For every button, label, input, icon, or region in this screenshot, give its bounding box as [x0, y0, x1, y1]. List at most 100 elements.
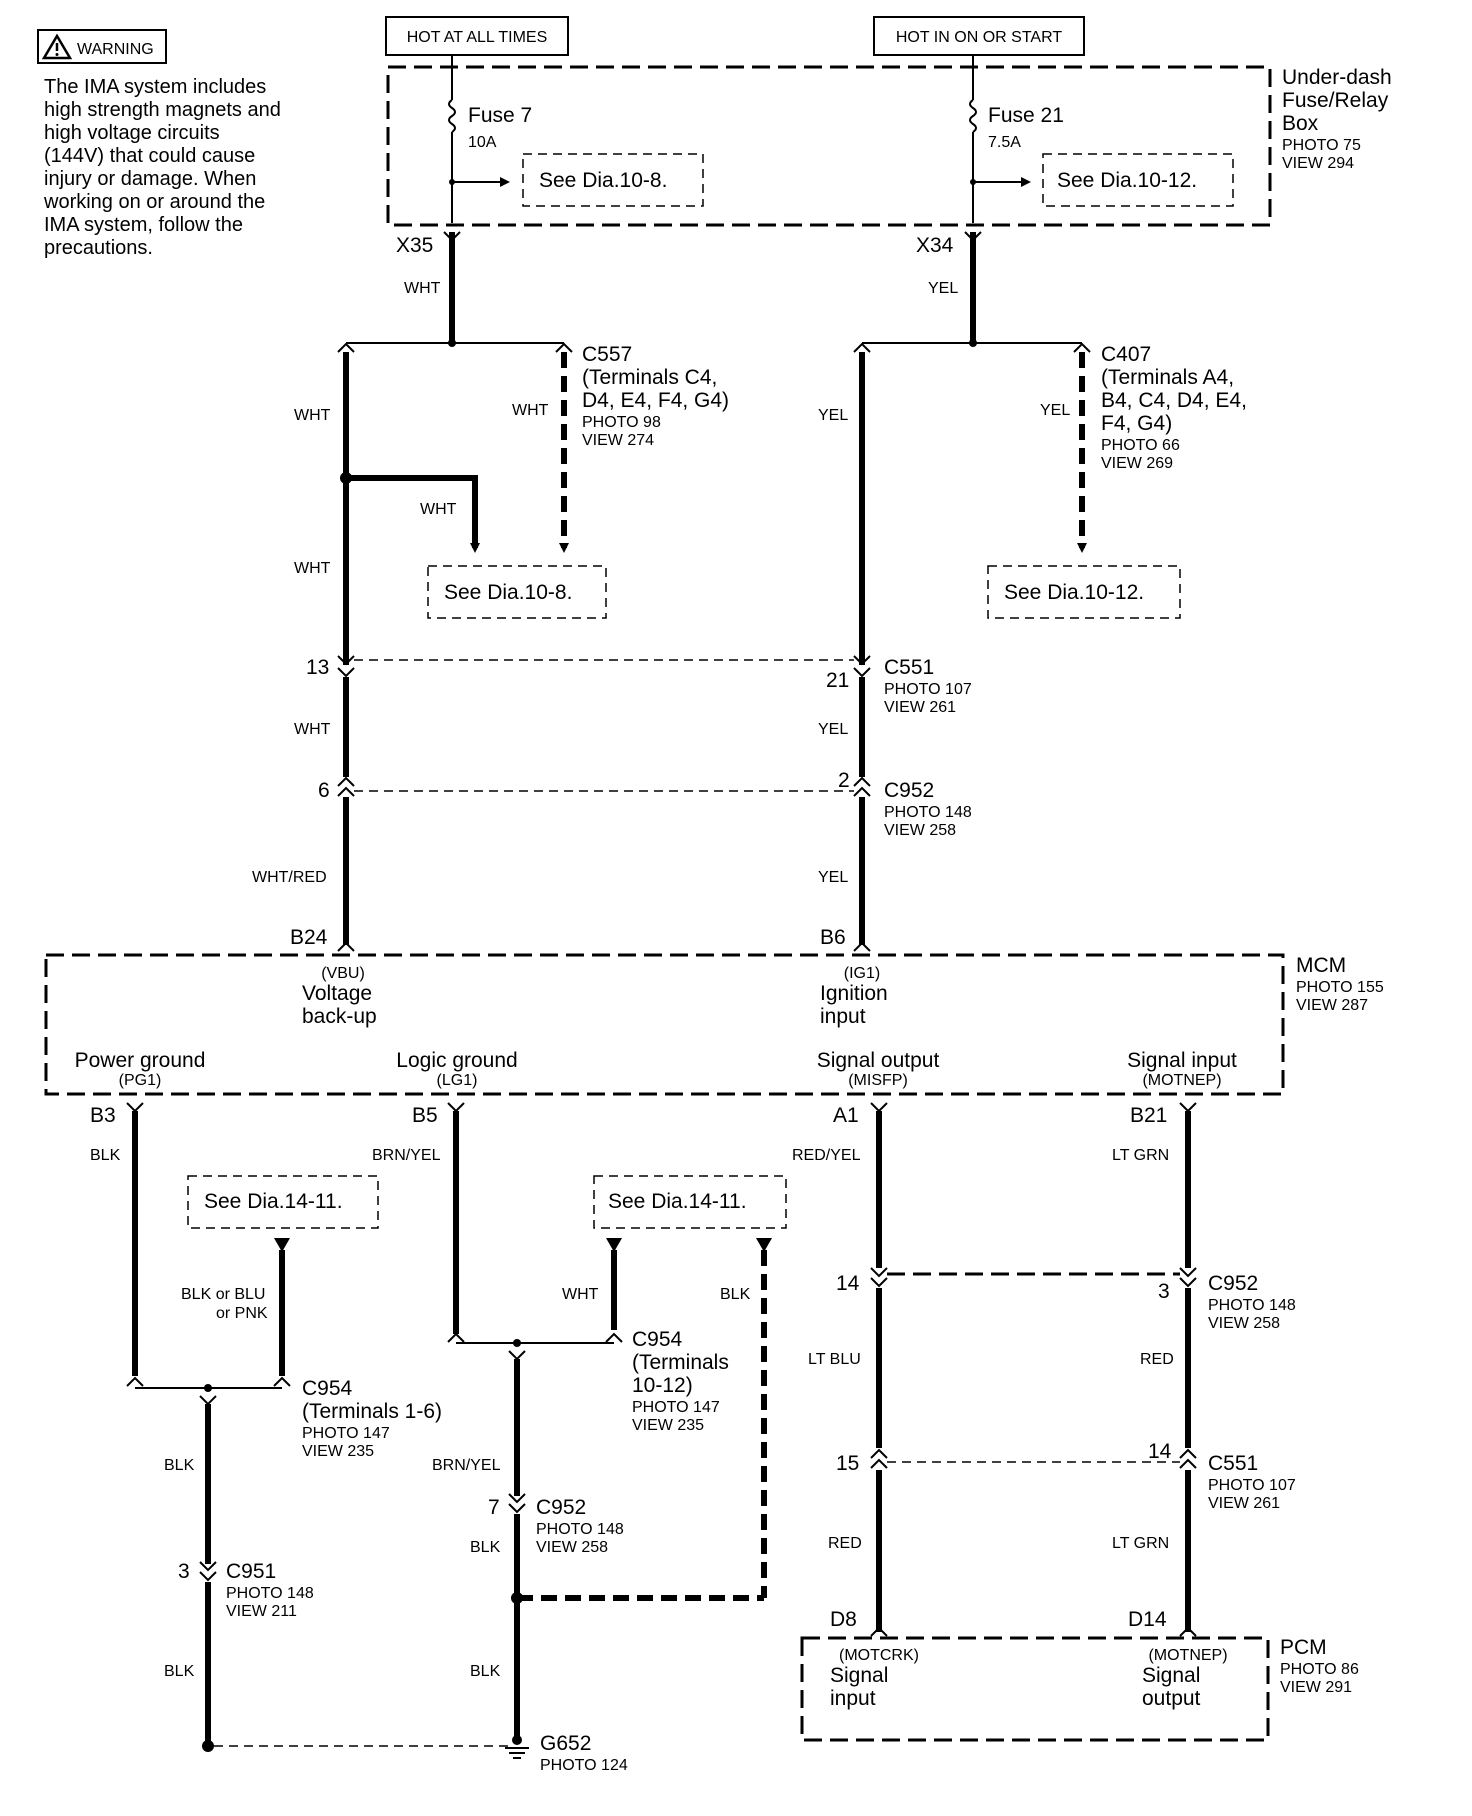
c557-photo: PHOTO 98: [582, 414, 661, 431]
c952-right-view: VIEW 258: [1208, 1315, 1280, 1332]
wire-label-wht: WHT: [294, 721, 331, 738]
c551-pin-21: 21: [826, 669, 849, 692]
mcm-lg1-code: (LG1): [437, 1072, 478, 1089]
warning-line: (144V) that could cause: [44, 145, 255, 167]
c407-view: VIEW 269: [1101, 455, 1173, 472]
warning-line: IMA system, follow the: [44, 214, 243, 236]
mcm-pin-b5: B5: [412, 1104, 438, 1127]
g652-photo: PHOTO 124: [540, 1757, 628, 1774]
see-dia-10-8-ref: See Dia.10-8.: [444, 581, 572, 604]
see-ref-box: [987, 565, 1181, 619]
mcm-vbu-label: Voltage: [302, 982, 372, 1005]
see-dia-10-12-ref: See Dia.10-12.: [1004, 581, 1144, 604]
wire-label-yel: YEL: [818, 869, 848, 886]
c951-photo: PHOTO 148: [226, 1585, 314, 1602]
c551-right-photo: PHOTO 107: [1208, 1477, 1296, 1494]
mcm-pin-b24: B24: [290, 926, 328, 949]
wire-label-yel: YEL: [818, 407, 848, 424]
mcm-title: MCM: [1296, 954, 1346, 977]
c952-photo: PHOTO 148: [884, 804, 972, 821]
wire-label-red-yel: RED/YEL: [792, 1147, 861, 1164]
c954b-view: VIEW 235: [632, 1417, 704, 1434]
pcm-motnep-code: (MOTNEP): [1148, 1647, 1227, 1664]
c952-right-photo: PHOTO 148: [1208, 1297, 1296, 1314]
c952-pin-6: 6: [318, 779, 330, 802]
c551-pin-13: 13: [306, 656, 329, 679]
pcm-pin-d14: D14: [1128, 1608, 1167, 1631]
mcm-vbu-label: back-up: [302, 1005, 377, 1028]
see-dia-10-12-ref: See Dia.10-12.: [1057, 169, 1197, 192]
c952-right-pin-14: 14: [836, 1272, 860, 1295]
wire-label-wht: WHT: [294, 560, 331, 577]
c551-right-view: VIEW 261: [1208, 1495, 1280, 1512]
c954b-photo: PHOTO 147: [632, 1399, 720, 1416]
connector-c952: C952 PHOTO 148 VIEW 258: [884, 779, 972, 839]
c551-photo: PHOTO 107: [884, 681, 972, 698]
fuse-21-rating: 7.5A: [988, 134, 1021, 151]
pcm-title: PCM: [1280, 1636, 1327, 1659]
fuse-relay-box: [386, 65, 1272, 227]
warning-icon: [41, 33, 73, 60]
c954a-name: C954: [302, 1377, 353, 1400]
fuse-7: Fuse 7 10A See Dia.10-8.: [448, 67, 704, 223]
c952-right-pin-3: 3: [1158, 1280, 1170, 1303]
c954b-terminals: (Terminals: [632, 1351, 729, 1374]
see-ref-box: [593, 1175, 787, 1229]
c551-right-pin-15: 15: [836, 1452, 859, 1475]
c407-terminals: F4, G4): [1101, 412, 1172, 435]
fuse-21-name: Fuse 21: [988, 104, 1064, 127]
see-ref-box: [522, 153, 704, 207]
fuse-box-view: VIEW 294: [1282, 155, 1354, 172]
c952-name: C952: [884, 779, 934, 802]
connector-c954-a: C954 (Terminals 1-6) PHOTO 147 VIEW 235: [302, 1377, 442, 1460]
connector-c551: C551 PHOTO 107 VIEW 261: [884, 656, 972, 716]
fuse-box-title: Under-dash: [1282, 66, 1392, 89]
g652-name: G652: [540, 1732, 591, 1755]
mcm-pin-a1: A1: [833, 1104, 859, 1127]
c557-terminals: D4, E4, F4, G4): [582, 389, 729, 412]
mcm-pin-b21: B21: [1130, 1104, 1167, 1127]
wire-label-brn-yel: BRN/YEL: [432, 1457, 501, 1474]
c557-name: C557: [582, 343, 632, 366]
hot-at-all-times-text: HOT AT ALL TIMES: [407, 29, 548, 46]
wire-label-blk-or-blu: BLK or BLU: [181, 1286, 265, 1303]
connector-c557: C557 (Terminals C4, D4, E4, F4, G4) PHOT…: [582, 343, 729, 449]
wire-label-yel: YEL: [818, 721, 848, 738]
wire-label-wht: WHT: [562, 1286, 599, 1303]
wire-label-blk: BLK: [470, 1539, 501, 1556]
mcm-misfp-code: (MISFP): [848, 1072, 908, 1089]
warning-line: high strength magnets and: [44, 99, 281, 121]
pcm-motnep-label: Signal: [1142, 1664, 1200, 1687]
hot-in-on-or-start-text: HOT IN ON OR START: [896, 29, 1062, 46]
wire-label-blk: BLK: [164, 1663, 195, 1680]
warning-block: WARNING The IMA system includes high str…: [37, 29, 281, 259]
c952-pin-2: 2: [838, 769, 850, 792]
wire-label-wht: WHT: [420, 501, 457, 518]
see-dia-14-11-ref: See Dia.14-11.: [204, 1190, 343, 1213]
mcm-motnep-code: (MOTNEP): [1142, 1072, 1221, 1089]
c952-mid-name: C952: [536, 1496, 586, 1519]
mcm-ig1-label: Ignition: [820, 982, 888, 1005]
fuse-box-title: Fuse/Relay: [1282, 89, 1389, 112]
wire-label-wht-red: WHT/RED: [252, 869, 327, 886]
warning-badge-label: WARNING: [77, 41, 154, 58]
fuse-box-title: Box: [1282, 112, 1319, 135]
c407-terminals: (Terminals A4,: [1101, 366, 1234, 389]
wire-label-yel: YEL: [1040, 402, 1070, 419]
mcm-pin-b6: B6: [820, 926, 846, 949]
c951-name: C951: [226, 1560, 276, 1583]
wire-label-wht: WHT: [404, 280, 441, 297]
c954b-terminals: 10-12): [632, 1374, 693, 1397]
see-ref-box: [427, 565, 607, 619]
pcm-photo: PHOTO 86: [1280, 1661, 1359, 1678]
pcm-module: PCM PHOTO 86 VIEW 291 (MOTCRK) Signal in…: [800, 1636, 1359, 1742]
c952-right-name: C952: [1208, 1272, 1258, 1295]
mcm-motnep-label: Signal input: [1127, 1049, 1237, 1072]
warning-line: The IMA system includes: [44, 76, 266, 98]
c551-view: VIEW 261: [884, 699, 956, 716]
warning-line: injury or damage. When: [44, 168, 256, 190]
c407-name: C407: [1101, 343, 1151, 366]
wire-label-or-pnk: or PNK: [216, 1305, 268, 1322]
see-ref-box: [1042, 153, 1234, 207]
